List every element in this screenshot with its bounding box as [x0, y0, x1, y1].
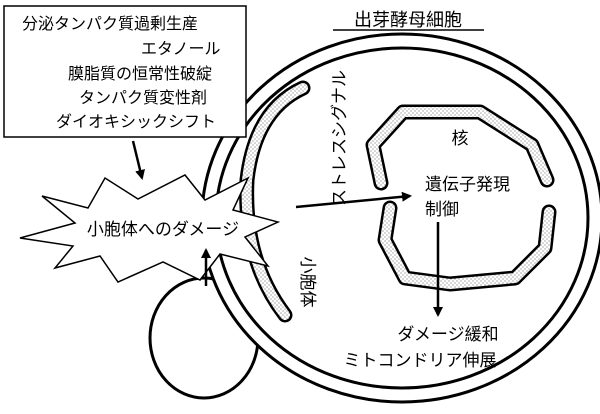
stress-condition-1: 分泌タンパク質過剰生産: [22, 14, 198, 33]
diagram-title: 出芽酵母細胞: [354, 10, 462, 31]
stress-condition-4: タンパク質変性剤: [79, 88, 207, 107]
nucleus-label: 核: [452, 129, 469, 149]
stress-condition-2: エタノール: [141, 39, 221, 58]
outcome-line-1: ダメージ緩和: [397, 325, 498, 345]
burst-label: 小胞体へのダメージ: [87, 220, 239, 240]
gene-expression-line-1: 遺伝子発現: [425, 175, 510, 195]
outcome-line-2: ミトコンドリア伸展: [344, 351, 497, 371]
stress-condition-5: ダイオキシックシフト: [56, 112, 216, 131]
er-label: 小胞体: [297, 257, 317, 308]
stress-condition-3: 膜脂質の恒常性破綻: [68, 64, 212, 83]
gene-expression-line-2: 制御: [425, 200, 459, 220]
arrow-conditions-to-damage: [133, 141, 142, 178]
stress-signal-label: ストレスシグナル: [330, 70, 350, 206]
